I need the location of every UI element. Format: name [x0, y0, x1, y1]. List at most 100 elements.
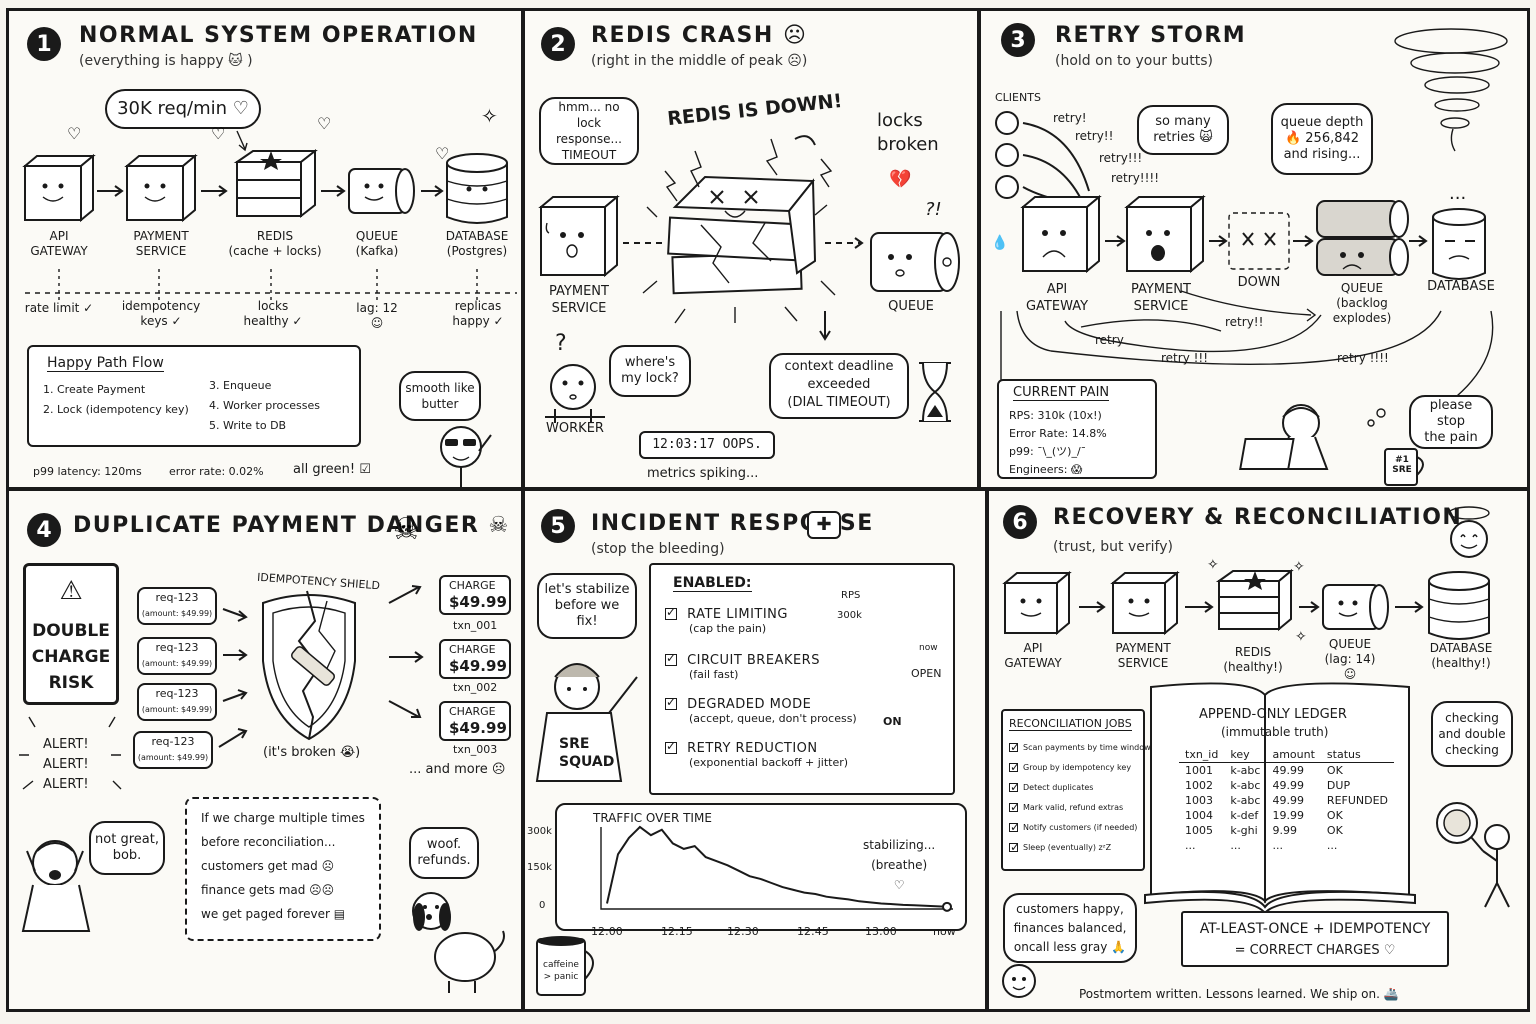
sparkle-icon: ✧ [1293, 559, 1305, 575]
api-gateway-label: API GATEWAY [1004, 641, 1062, 670]
loop-retry-text: retry [1095, 333, 1124, 347]
mitigation-sub: (cap the pain) [689, 622, 767, 635]
happy-path-flow-box: Happy Path Flow 1. Create Payment 2. Loc… [27, 345, 361, 447]
rps-value: 300k [837, 610, 862, 621]
traffic-plot-area [600, 825, 953, 912]
mitigation-item-circuit-breakers: CIRCUIT BREAKERS (fail fast) [665, 649, 820, 681]
payment-service-label: PAYMENT SERVICE [133, 229, 189, 258]
ledger-cell: 1002 [1185, 779, 1213, 792]
ledger-cell: 19.99 [1272, 809, 1304, 822]
panel-subtitle: (everything is happy 🐱 ) [79, 53, 253, 69]
worker-label: WORKER [546, 421, 604, 436]
traffic-series-line [606, 825, 948, 908]
mitigation-title: RATE LIMITING [687, 607, 788, 622]
queue-label: QUEUE (backlog explodes) [1332, 281, 1392, 325]
ledger-subtitle: (immutable truth) [1221, 725, 1329, 739]
charge-label: CHARGE [449, 705, 496, 718]
consequence-line: before reconciliation... [201, 835, 336, 849]
sad-database-icon [1432, 208, 1486, 280]
queue-icon [870, 232, 960, 292]
table-row: ............ [1179, 838, 1394, 853]
panel-subtitle: (hold on to your butts) [1055, 53, 1213, 69]
job-text: Sleep (eventually) zᶻZ [1023, 843, 1112, 852]
payment-service-icon [1110, 570, 1180, 636]
panel-normal-operation: 1 NORMAL SYSTEM OPERATION (everything is… [6, 8, 524, 490]
sparkle-icon: ✧ [481, 104, 498, 128]
api-gateway-note: rate limit ✓ [24, 301, 94, 315]
request-amount: (amount: $49.99) [137, 753, 209, 762]
please-stop-bubble: please stop the pain [1409, 395, 1493, 449]
stressed-person-icon [21, 840, 91, 932]
mitigation-item-retry-reduction: RETRY REDUCTION (exponential backoff + j… [665, 737, 848, 769]
ledger-cell: ... [1185, 839, 1196, 852]
sre-person-icon [535, 663, 638, 782]
panel-number-badge: 4 [27, 513, 61, 547]
skull-crossbones-icon: ☠ [393, 512, 420, 547]
job-item: Notify customers (if needed) [1009, 820, 1137, 834]
mitigation-title: CIRCUIT BREAKERS [687, 653, 820, 668]
x-tick-label: now [933, 925, 956, 938]
panel-title: REDIS CRASH ☹ [591, 23, 808, 48]
confused-symbol: ?! [925, 199, 942, 220]
panel-redis-crash: 2 REDIS CRASH ☹ (right in the middle of … [522, 8, 980, 490]
locks-broken-text: locks broken [877, 110, 939, 155]
broken-redis-icon [642, 135, 836, 341]
customers-happy-bubble: customers happy, finances balanced, onca… [1003, 893, 1137, 963]
panel-number-badge: 5 [541, 509, 575, 543]
loop-retry-text: retry !!!! [1337, 351, 1389, 365]
flow-step: 2. Lock (idempotency key) [43, 403, 189, 416]
panel2-drawings: 💔 [538, 135, 960, 423]
payment-service-icon [124, 153, 198, 223]
checkbox-icon [1009, 760, 1020, 774]
ledger-cell: 9.99 [1272, 824, 1297, 837]
ledger-cell: 1003 [1185, 794, 1213, 807]
flow-step: 3. Enqueue [209, 379, 272, 392]
ledger-cell: k-abc [1230, 794, 1261, 807]
x-tick-label: 12:30 [727, 925, 759, 938]
checking-bubble: checking and double checking [1431, 701, 1513, 767]
checkbox-icon [665, 605, 677, 620]
queue-icon [1322, 584, 1389, 630]
charge-amount: $49.99 [449, 719, 507, 737]
shield-broken-text: (it's broken 😭) [263, 745, 361, 760]
database-note: replicas happy ✓ [452, 299, 504, 328]
y-tick-label: 0 [539, 900, 546, 911]
charge-label: CHARGE [449, 643, 496, 656]
and-more-text: ... and more ☹ [409, 762, 506, 777]
redis-icon [233, 148, 318, 219]
ledger-cell: 1005 [1185, 824, 1213, 837]
redis-down-placeholder [1228, 212, 1290, 270]
mini-chart-now: now [919, 643, 938, 653]
x-tick-label: 12:45 [797, 925, 829, 938]
heart-icon: ♡ [67, 124, 81, 143]
double-charge-risk-text: DOUBLE CHARGE RISK [31, 621, 111, 693]
checkbox-icon [1009, 740, 1020, 754]
consequence-line: finance gets mad ☹☹ [201, 883, 335, 897]
flow-step: 5. Write to DB [209, 419, 287, 432]
all-green: all green! ☑ [293, 462, 371, 477]
client-face-icon [995, 111, 1019, 135]
down-label: DOWN [1237, 275, 1281, 290]
ledger-cell: OK [1326, 764, 1343, 777]
pain-item: p99: ¯\_(ツ)_/¯ [1009, 445, 1087, 458]
stressed-sre-icon [1239, 404, 1386, 470]
request-box: req-123 (amount: $49.99) [137, 683, 217, 721]
redis-note: locks healthy ✓ [243, 299, 303, 328]
sre-squad-label: SRE SQUAD [559, 736, 615, 770]
payment-service-label: PAYMENT SERVICE [1115, 641, 1171, 670]
panel-subtitle: (trust, but verify) [1053, 539, 1173, 555]
chart-annotation: stabilizing... (breathe) ♡ [863, 838, 936, 892]
ledger-cell: 49.99 [1272, 779, 1304, 792]
where-is-my-lock-bubble: where's my lock? [609, 345, 691, 397]
redis-label: REDIS (cache + locks) [228, 229, 322, 258]
x-tick-label: 12:15 [661, 925, 693, 938]
ledger-book-icon [1144, 682, 1416, 915]
traffic-chart [600, 825, 953, 912]
not-great-bob-bubble: not great, bob. [89, 821, 165, 875]
ledger-cell: DUP [1326, 779, 1351, 792]
coffee-mug-icon [1384, 448, 1424, 486]
